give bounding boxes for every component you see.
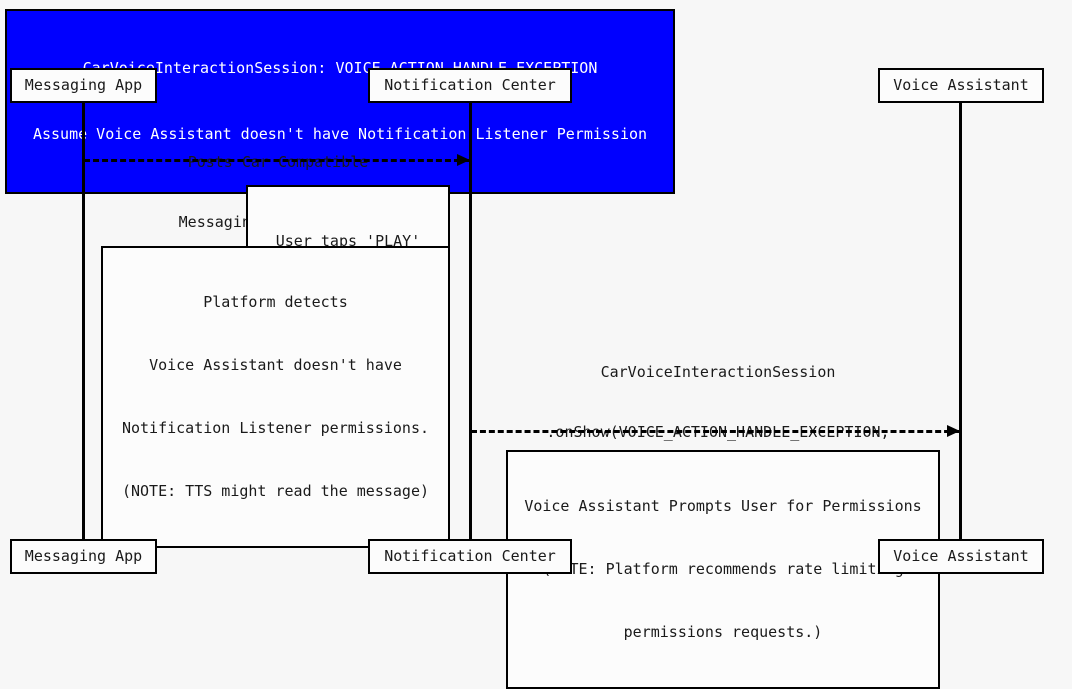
participant-messaging-app-bottom[interactable]: Messaging App xyxy=(10,539,157,574)
sequence-diagram: CarVoiceInteractionSession: VOICE_ACTION… xyxy=(5,9,1044,689)
participant-messaging-app-top[interactable]: Messaging App xyxy=(10,68,157,103)
message-label-post-notification-line-1: Posts Car Compatible xyxy=(187,153,369,171)
note-voice-assistant-prompts-line-2: (NOTE: Platform recommends rate limiting xyxy=(542,560,904,578)
note-platform-detects-line-3: Notification Listener permissions. xyxy=(121,419,430,437)
message-label-on-show-line-1: CarVoiceInteractionSession xyxy=(600,363,836,381)
note-user-taps-play-line-1: User taps 'PLAY' xyxy=(275,232,421,250)
arrow-head-icon xyxy=(947,425,960,437)
participant-notification-center-top[interactable]: Notification Center xyxy=(368,68,572,103)
diagram-title-line-2: Assume Voice Assistant doesn't have Noti… xyxy=(32,125,648,143)
arrow-head-icon xyxy=(457,154,470,166)
participant-notification-center-bottom[interactable]: Notification Center xyxy=(368,539,572,574)
note-voice-assistant-prompts-line-3: permissions requests.) xyxy=(623,623,823,641)
lifeline-voice-assistant xyxy=(959,103,962,540)
lifeline-notification-center xyxy=(469,103,472,540)
message-arrow-post-notification xyxy=(84,154,470,166)
note-voice-assistant-prompts-line-1: Voice Assistant Prompts User for Permiss… xyxy=(524,497,922,515)
arrow-shaft-icon xyxy=(84,159,469,162)
note-platform-detects: Platform detects Voice Assistant doesn't… xyxy=(101,246,450,548)
participant-voice-assistant-bottom[interactable]: Voice Assistant xyxy=(878,539,1044,574)
note-platform-detects-line-2: Voice Assistant doesn't have xyxy=(149,356,402,374)
note-platform-detects-line-1: Platform detects xyxy=(203,293,348,311)
lifeline-messaging-app xyxy=(82,103,85,540)
arrow-shaft-icon xyxy=(471,430,959,433)
note-platform-detects-line-4: (NOTE: TTS might read the message) xyxy=(121,482,430,500)
participant-voice-assistant-top[interactable]: Voice Assistant xyxy=(878,68,1044,103)
message-arrow-on-show xyxy=(471,425,960,437)
